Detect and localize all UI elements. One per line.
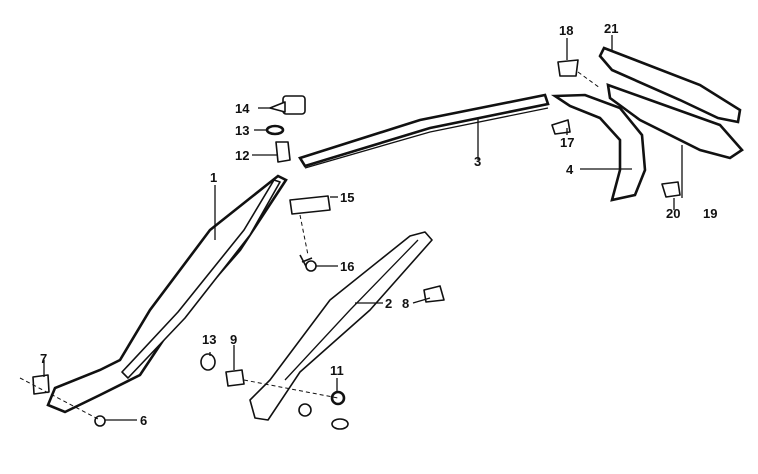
callout-13-top: 13	[235, 123, 249, 138]
screw-lower	[298, 403, 312, 417]
bracket-15	[289, 195, 331, 215]
grommet-13b	[200, 353, 216, 371]
callout-2: 2	[385, 296, 392, 311]
plug-12	[275, 141, 291, 163]
callout-8: 8	[402, 296, 409, 311]
roof-rail-trim	[298, 93, 550, 168]
callout-11: 11	[330, 363, 344, 378]
clip-8	[423, 285, 445, 303]
callout-17: 17	[560, 135, 574, 150]
callout-20: 20	[666, 206, 680, 221]
callout-12: 12	[235, 148, 249, 163]
callout-7: 7	[40, 351, 47, 366]
clip-17	[551, 119, 571, 135]
callout-16: 16	[340, 259, 354, 274]
callout-3: 3	[474, 154, 481, 169]
clip-7	[32, 374, 50, 395]
callout-15: 15	[340, 190, 354, 205]
screw-6	[94, 415, 106, 427]
callout-9: 9	[230, 332, 237, 347]
b-pillar-trim	[249, 231, 433, 421]
clip-20	[661, 181, 681, 198]
callout-14: 14	[235, 101, 250, 116]
rear-pillar-trim	[550, 93, 647, 202]
clip-18	[557, 59, 579, 77]
nut-11	[330, 390, 346, 406]
callout-19: 19	[703, 206, 717, 221]
callout-13-bottom: 13	[202, 332, 216, 347]
callout-6: 6	[140, 413, 147, 428]
stud-9	[225, 369, 245, 387]
a-pillar-trim	[46, 174, 288, 414]
rear-strip-21	[598, 46, 742, 124]
a-pillar-inner-strip	[121, 179, 281, 379]
clip-14	[269, 95, 306, 115]
rear-panel-19	[606, 83, 744, 160]
callout-1: 1	[210, 170, 217, 185]
grommet-13	[265, 124, 285, 136]
callout-4: 4	[566, 162, 574, 177]
callout-18: 18	[559, 23, 573, 38]
callout-21: 21	[604, 21, 618, 36]
